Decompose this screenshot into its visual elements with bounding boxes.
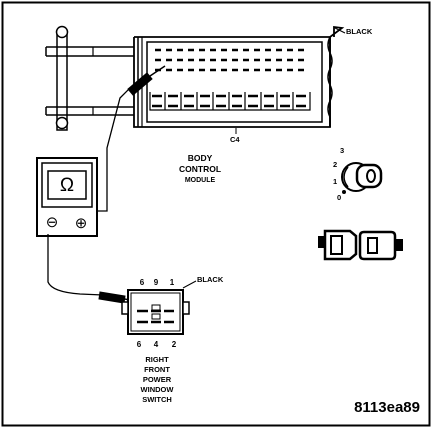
switch-top-pin-2: 9: [154, 278, 159, 287]
body-control-module-connector: [45, 25, 345, 134]
ignition-key-icon: [341, 162, 383, 194]
ohm-symbol: Ω: [60, 175, 74, 196]
switch-top-pin-1: 6: [140, 278, 145, 287]
window-switch-connector: [121, 289, 190, 335]
bcm-label-line-1: BODY: [188, 153, 213, 163]
ohmmeter: Ω ⊖ ⊕: [36, 157, 98, 237]
switch-label-line-5: SWITCH: [142, 395, 172, 404]
bcm-label-line-3: MODULE: [185, 177, 216, 184]
negative-terminal: ⊖: [46, 214, 59, 231]
disconnect-connector-icon: [318, 229, 403, 261]
bcm-connector-name-label: C4: [230, 135, 240, 144]
ignition-position-0: 0: [337, 193, 341, 202]
switch-bottom-pin-1: 6: [137, 340, 142, 349]
probe-bcm: [94, 65, 166, 212]
switch-top-pin-3: 1: [170, 278, 175, 287]
body-control-module-label: BODY CONTROL MODULE: [179, 153, 221, 184]
bcm-connector-color-label: BLACK: [346, 27, 373, 36]
bcm-label-line-2: CONTROL: [179, 164, 221, 174]
switch-label-line-2: FRONT: [144, 365, 170, 374]
switch-label-line-3: POWER: [143, 375, 172, 384]
switch-label-line-4: WINDOW: [141, 385, 175, 394]
switch-connector-color-label: BLACK: [197, 275, 224, 284]
ignition-position-2: 2: [333, 160, 337, 169]
connector-pin-cavities: [152, 48, 306, 108]
switch-bottom-pin-2: 4: [154, 340, 159, 349]
switch-label-line-1: RIGHT: [145, 355, 169, 364]
figure-id: 8113ea89: [354, 399, 420, 416]
ignition-position-1: 1: [333, 177, 337, 186]
window-switch-label: RIGHT FRONT POWER WINDOW SWITCH: [141, 355, 175, 404]
switch-bottom-pin-3: 2: [172, 340, 177, 349]
ignition-position-3: 3: [340, 146, 344, 155]
positive-terminal: ⊕: [75, 215, 88, 232]
